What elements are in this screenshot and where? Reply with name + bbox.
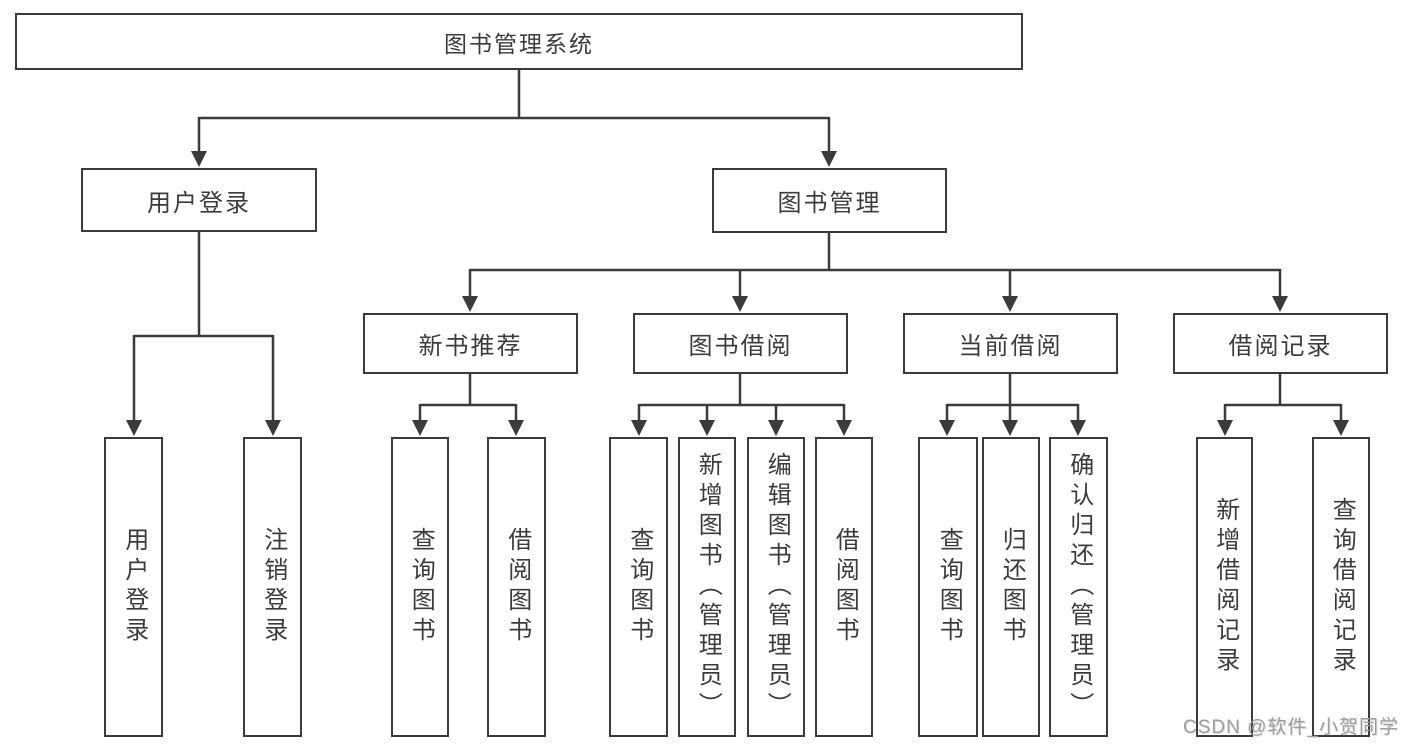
leaf-record-add: 新增借阅记录 — [1196, 437, 1253, 737]
node-user-login-label: 用户登录 — [147, 189, 251, 217]
leaf-newbook-borrow: 借阅图书 — [487, 437, 546, 737]
leaf-current-return: 归还图书 — [982, 437, 1040, 737]
node-new-book-recommend-label: 新书推荐 — [418, 333, 523, 360]
leaf-borrow-book-label: 借阅图书 — [831, 527, 859, 647]
node-book-borrow-label: 图书借阅 — [688, 333, 793, 360]
leaf-borrow-query-label: 查询图书 — [625, 527, 653, 647]
node-current-borrow: 当前借阅 — [903, 313, 1118, 374]
leaf-user-login-label: 用户登录 — [120, 527, 148, 647]
leaf-logout-label: 注销登录 — [259, 527, 287, 647]
node-root-label: 图书管理系统 — [444, 30, 594, 57]
leaf-current-confirm-admin: 确认归还（管理员） — [1049, 437, 1108, 737]
leaf-current-return-label: 归还图书 — [998, 527, 1026, 647]
leaf-borrow-edit-admin-label: 编辑图书（管理员） — [763, 452, 791, 722]
leaf-borrow-add-admin: 新增图书（管理员） — [678, 437, 736, 737]
node-user-login: 用户登录 — [81, 168, 317, 232]
watermark: CSDN @软件_小贺同学 — [1183, 717, 1399, 738]
arrowheads — [126, 151, 1349, 436]
leaf-borrow-query: 查询图书 — [609, 437, 668, 737]
node-book-management: 图书管理 — [712, 168, 947, 233]
leaf-newbook-query-label: 查询图书 — [407, 527, 435, 647]
node-current-borrow-label: 当前借阅 — [958, 333, 1063, 360]
node-book-borrow: 图书借阅 — [633, 313, 848, 374]
leaf-record-add-label: 新增借阅记录 — [1211, 497, 1239, 677]
leaf-current-query-label: 查询图书 — [935, 527, 963, 647]
leaf-record-query: 查询借阅记录 — [1312, 437, 1370, 737]
leaf-borrow-add-admin-label: 新增图书（管理员） — [694, 452, 722, 722]
leaf-current-query: 查询图书 — [918, 437, 978, 737]
leaf-newbook-query: 查询图书 — [391, 437, 449, 737]
node-root: 图书管理系统 — [15, 13, 1023, 70]
leaf-borrow-book: 借阅图书 — [815, 437, 873, 737]
leaf-record-query-label: 查询借阅记录 — [1328, 497, 1356, 677]
leaf-newbook-borrow-label: 借阅图书 — [503, 527, 531, 647]
leaf-logout: 注销登录 — [243, 437, 302, 737]
leaf-user-login: 用户登录 — [104, 437, 163, 737]
node-borrow-record: 借阅记录 — [1173, 313, 1388, 374]
node-book-management-label: 图书管理 — [777, 190, 882, 217]
node-borrow-record-label: 借阅记录 — [1228, 333, 1333, 360]
leaf-borrow-edit-admin: 编辑图书（管理员） — [747, 437, 805, 737]
node-new-book-recommend: 新书推荐 — [363, 313, 578, 374]
leaf-current-confirm-admin-label: 确认归还（管理员） — [1065, 452, 1093, 722]
